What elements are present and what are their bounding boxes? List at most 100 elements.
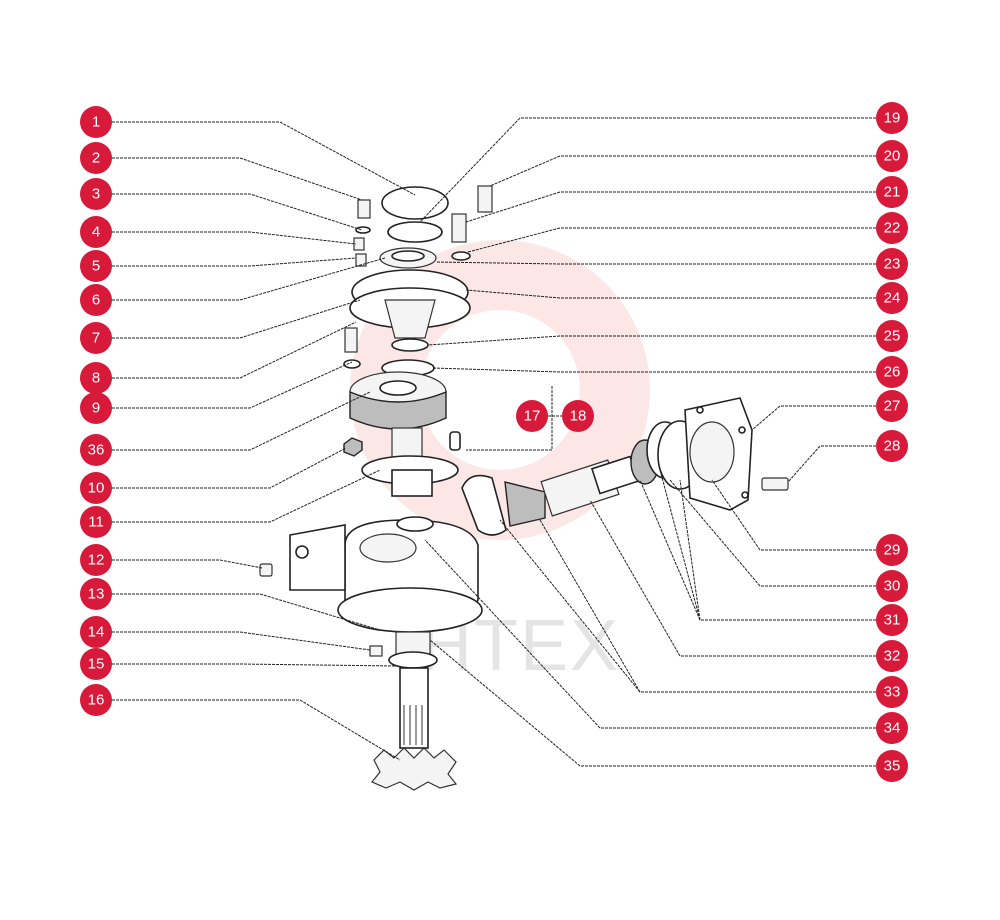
callout-32[interactable]: 32 — [876, 640, 908, 672]
callout-21[interactable]: 21 — [876, 176, 908, 208]
leader-32 — [589, 499, 876, 657]
washer-3 — [355, 226, 371, 234]
svg-text:21: 21 — [884, 184, 901, 201]
leader-10 — [112, 447, 347, 489]
callout-29[interactable]: 29 — [876, 534, 908, 566]
tapered-roller-bearing — [504, 481, 546, 527]
flange-hole-2 — [738, 426, 746, 434]
fasteners — [259, 185, 789, 657]
seal-ring — [387, 221, 443, 243]
bolt-20 — [477, 185, 493, 213]
callout-4[interactable]: 4 — [80, 216, 112, 248]
leader-31b — [659, 469, 701, 621]
svg-text:19: 19 — [884, 110, 901, 127]
leader-30 — [669, 479, 876, 587]
callout-30[interactable]: 30 — [876, 570, 908, 602]
callout-14[interactable]: 14 — [80, 616, 112, 648]
callout-18[interactable]: 18 — [562, 400, 594, 432]
leader-16 — [112, 699, 401, 761]
svg-text:12: 12 — [88, 552, 105, 569]
callout-33[interactable]: 33 — [876, 676, 908, 708]
svg-text:28: 28 — [884, 438, 901, 455]
callout-20[interactable]: 20 — [876, 140, 908, 172]
callout-27[interactable]: 27 — [876, 390, 908, 422]
callout-26[interactable]: 26 — [876, 356, 908, 388]
bolt-28 — [761, 477, 789, 491]
cover-disc — [381, 186, 449, 220]
leader-23 — [435, 261, 876, 265]
svg-text:30: 30 — [884, 578, 901, 595]
leader-26 — [431, 367, 876, 373]
svg-text:9: 9 — [92, 400, 100, 417]
callout-17[interactable]: 17 — [516, 400, 548, 432]
svg-text:33: 33 — [884, 684, 901, 701]
svg-text:36: 36 — [88, 442, 105, 459]
svg-text:29: 29 — [884, 542, 901, 559]
svg-text:35: 35 — [884, 758, 901, 775]
crown-gear-hub — [379, 380, 417, 396]
callout-1[interactable]: 1 — [80, 106, 112, 138]
bolt-21 — [451, 213, 467, 243]
callout-16[interactable]: 16 — [80, 684, 112, 716]
callout-24[interactable]: 24 — [876, 282, 908, 314]
callout-34[interactable]: 34 — [876, 712, 908, 744]
callout-9[interactable]: 9 — [80, 392, 112, 424]
callout-19[interactable]: 19 — [876, 102, 908, 134]
svg-text:34: 34 — [884, 720, 901, 737]
callouts: 1 2 3 4 5 6 7 8 9 36 10 11 12 13 14 15 1… — [80, 102, 908, 782]
spline-lines — [403, 705, 423, 745]
svg-text:15: 15 — [88, 656, 105, 673]
flange-hole-3 — [741, 491, 749, 499]
svg-text:13: 13 — [88, 586, 105, 603]
leader-1 — [112, 121, 416, 196]
callout-12[interactable]: 12 — [80, 544, 112, 576]
splined-shaft — [399, 667, 429, 749]
leader-33b — [499, 519, 641, 693]
callout-11[interactable]: 11 — [80, 506, 112, 538]
svg-text:25: 25 — [884, 328, 901, 345]
housing-base-flange — [337, 587, 483, 633]
washer-22 — [451, 251, 471, 261]
svg-text:20: 20 — [884, 148, 901, 165]
leader-21 — [465, 191, 876, 223]
callout-15[interactable]: 15 — [80, 648, 112, 680]
spacer-ring — [391, 338, 429, 352]
callout-8[interactable]: 8 — [80, 362, 112, 394]
svg-text:17: 17 — [524, 408, 541, 425]
leader-20 — [489, 155, 876, 187]
leader-22 — [467, 227, 876, 253]
leader-24 — [465, 289, 876, 299]
leader-29 — [711, 479, 876, 551]
callout-7[interactable]: 7 — [80, 322, 112, 354]
callout-6[interactable]: 6 — [80, 284, 112, 316]
callout-35[interactable]: 35 — [876, 750, 908, 782]
callout-25[interactable]: 25 — [876, 320, 908, 352]
callout-23[interactable]: 23 — [876, 248, 908, 280]
leader-9 — [112, 361, 353, 409]
leader-lines — [112, 117, 876, 767]
callout-28[interactable]: 28 — [876, 430, 908, 462]
callout-36[interactable]: 36 — [80, 434, 112, 466]
svg-text:16: 16 — [88, 692, 105, 709]
svg-text:27: 27 — [884, 398, 901, 415]
plug-12 — [259, 563, 273, 577]
leader-17-18 — [466, 386, 553, 451]
leader-11 — [112, 469, 381, 523]
tapered-bearing-cup — [461, 474, 507, 536]
leader-2 — [112, 157, 363, 201]
callout-10[interactable]: 10 — [80, 472, 112, 504]
input-shaft-assembly — [461, 397, 753, 536]
callout-5[interactable]: 5 — [80, 250, 112, 282]
svg-text:18: 18 — [570, 408, 587, 425]
leader-36 — [112, 391, 371, 451]
housing-bore — [359, 533, 417, 563]
callout-31[interactable]: 31 — [876, 604, 908, 636]
leader-5 — [112, 257, 357, 267]
callout-22[interactable]: 22 — [876, 212, 908, 244]
leader-31 — [639, 479, 876, 621]
leader-25 — [427, 335, 876, 346]
callout-3[interactable]: 3 — [80, 178, 112, 210]
callout-2[interactable]: 2 — [80, 142, 112, 174]
callout-13[interactable]: 13 — [80, 578, 112, 610]
